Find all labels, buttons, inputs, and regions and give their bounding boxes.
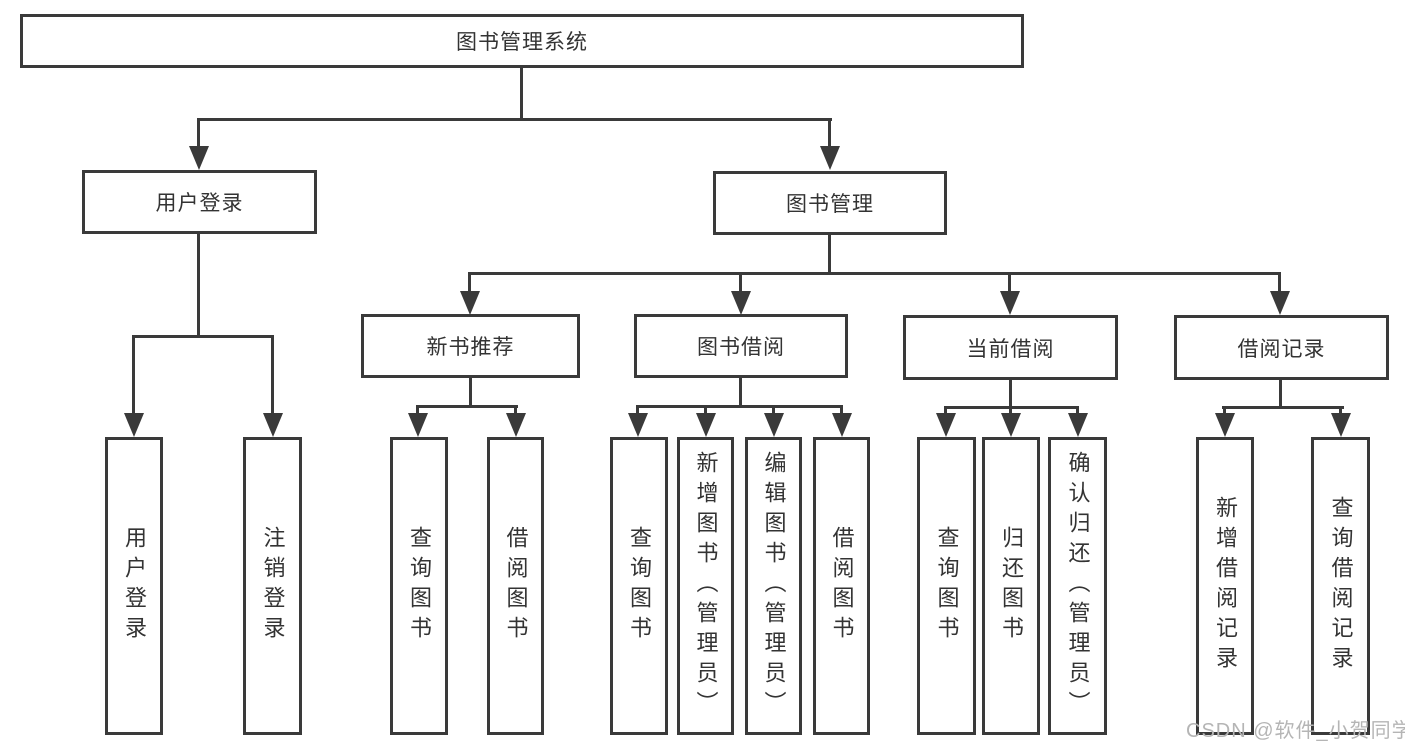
arrowhead-down-to-user-login [188,118,209,170]
leaf-borrow-borrow: 借阅图书 [813,437,870,735]
arrowhead-down-leaf [935,406,956,437]
arrowhead-down-leaf [505,405,526,437]
node-root: 图书管理系统 [20,14,1024,68]
leaf-label: 借阅图书 [503,526,529,646]
node-user-login: 用户登录 [82,170,317,234]
connector-current-borrow-stem [1009,380,1012,409]
node-borrow-records-label: 借阅记录 [1237,337,1326,361]
connector-book-mgmt-stem [828,234,831,275]
leaf-current-confirm-admin: 确认归还（管理员） [1048,437,1107,735]
arrowhead-down-to-leaf-login [123,335,144,437]
leaf-newbooks-borrow: 借阅图书 [487,437,544,735]
arrowhead-down-leaf [1000,406,1021,437]
leaf-borrow-query: 查询图书 [610,437,668,735]
connector-book-borrow-hbar [636,405,843,408]
leaf-label: 编辑图书（管理员） [761,451,787,721]
leaf-label: 查询图书 [627,526,652,646]
leaf-label: 查询图书 [934,526,960,646]
arrowhead-down-to-book-mgmt [819,118,840,170]
node-root-label: 图书管理系统 [456,31,588,54]
arrowhead-down-leaf [627,405,648,437]
leaf-newbooks-query: 查询图书 [390,437,448,735]
leaf-label: 用户登录 [122,526,147,646]
leaf-logout: 注销登录 [243,437,302,735]
leaf-label: 确认归还（管理员） [1065,451,1091,721]
arrowhead-down-leaf [1067,406,1088,437]
leaf-label: 查询借阅记录 [1328,496,1354,676]
node-new-books-label: 新书推荐 [426,336,515,359]
leaf-records-add: 新增借阅记录 [1196,437,1254,735]
arrowhead-down-leaf [1214,406,1235,437]
arrowhead-down-leaf [695,405,716,437]
leaf-label: 归还图书 [999,526,1024,646]
connector-borrow-records-stem [1279,380,1282,409]
arrowhead-down-to-book-borrow [730,272,751,315]
node-borrow-records: 借阅记录 [1174,315,1389,380]
connector-book-mgmt-hbar [468,272,1281,275]
node-current-borrow: 当前借阅 [903,315,1118,380]
connector-new-books-stem [469,377,472,408]
arrowhead-down-leaf [1330,406,1351,437]
node-new-books: 新书推荐 [361,314,580,378]
connector-book-borrow-stem [739,377,742,408]
leaf-current-query: 查询图书 [917,437,976,735]
arrowhead-down-to-leaf-logout [262,335,283,437]
leaf-user-login: 用户登录 [105,437,163,735]
node-book-mgmt-label: 图书管理 [786,193,874,216]
node-book-borrow-label: 图书借阅 [697,336,785,359]
arrowhead-down-leaf [407,405,428,437]
arrowhead-down-leaf [831,405,852,437]
connector-borrow-records-hbar [1222,406,1344,409]
leaf-label: 查询图书 [407,526,432,646]
leaf-label: 新增借阅记录 [1213,496,1238,676]
node-book-mgmt: 图书管理 [713,171,947,235]
arrowhead-down-to-current-borrow [999,272,1020,315]
leaf-label: 注销登录 [260,526,286,646]
leaf-current-return: 归还图书 [982,437,1040,735]
connector-root-stem [520,68,523,120]
leaf-label: 借阅图书 [829,526,855,646]
connector-user-login-hbar [132,335,274,338]
leaf-label: 新增图书（管理员） [693,451,719,721]
arrowhead-down-to-borrow-records [1269,272,1290,315]
arrowhead-down-to-new-books [459,272,480,315]
leaf-borrow-add-admin: 新增图书（管理员） [677,437,734,735]
node-current-borrow-label: 当前借阅 [966,337,1055,361]
leaf-borrow-edit-admin: 编辑图书（管理员） [745,437,802,735]
connector-new-books-hbar [416,405,518,408]
connector-root-hbar [197,118,832,121]
node-book-borrow: 图书借阅 [634,314,848,378]
connector-user-login-stem [197,233,200,337]
leaf-records-query: 查询借阅记录 [1311,437,1370,735]
watermark: CSDN @软件_小贺同学 [1186,720,1405,742]
node-user-login-label: 用户登录 [155,192,244,215]
arrowhead-down-leaf [763,405,784,437]
